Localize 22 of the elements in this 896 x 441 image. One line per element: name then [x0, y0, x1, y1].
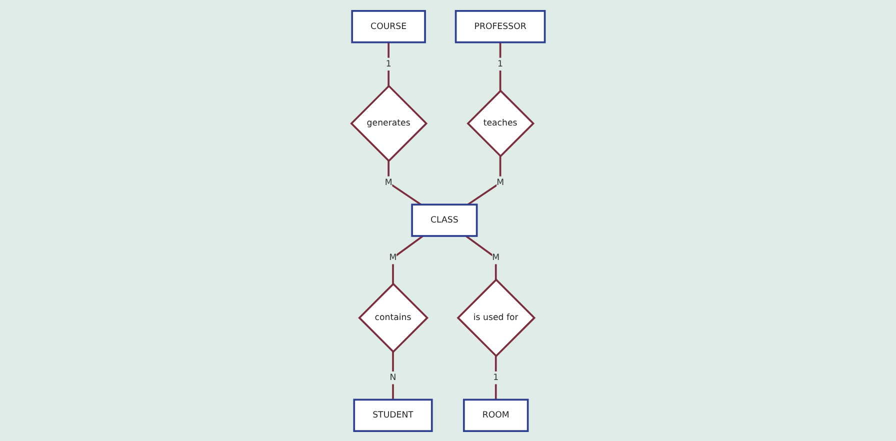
edge-label: M	[384, 177, 392, 187]
edge-label: 1	[497, 58, 503, 68]
node-box: ROOM	[462, 398, 529, 432]
node-diamond: is used for	[456, 278, 536, 357]
node-box: CLASS	[411, 203, 478, 236]
node-box: STUDENT	[353, 398, 433, 432]
node-box: COURSE	[351, 10, 426, 43]
edge-label: M	[496, 177, 504, 187]
connector	[467, 156, 502, 205]
connector	[392, 234, 424, 284]
edge-label: N	[390, 372, 396, 382]
node-diamond: contains	[358, 282, 428, 353]
node-diamond: generates	[350, 84, 428, 162]
edge-label: M	[389, 252, 397, 262]
connector	[388, 160, 422, 205]
node-diamond: teaches	[466, 88, 534, 157]
connector	[465, 234, 497, 280]
node-box: PROFESSOR	[454, 10, 546, 43]
edge-label: M	[492, 252, 500, 262]
edge-label: 1	[386, 58, 392, 68]
connector	[392, 351, 394, 400]
edge-label: 1	[493, 372, 498, 382]
